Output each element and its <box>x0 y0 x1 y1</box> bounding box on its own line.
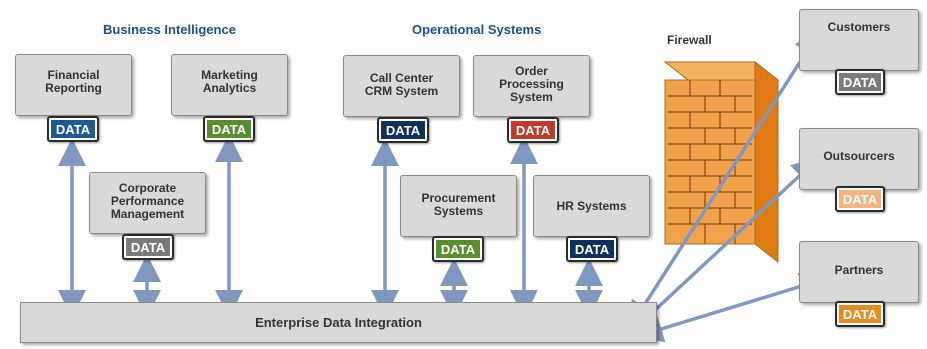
operational-systems-heading: Operational Systems <box>412 22 542 37</box>
outsourcers-data-badge: DATA <box>835 186 885 212</box>
call-center-box: Call Center CRM System <box>343 55 460 117</box>
hr-systems-label: HR Systems <box>556 199 627 213</box>
financial-reporting-data-badge: DATA <box>47 116 99 142</box>
customers-data-badge: DATA <box>835 69 885 95</box>
enterprise-data-integration-bar: Enterprise Data Integration <box>20 302 657 343</box>
hr-systems-box: HR Systems <box>533 175 650 237</box>
procurement-data-badge: DATA <box>432 236 484 262</box>
order-processing-label: Order Processing System <box>499 64 564 104</box>
corporate-performance-label: Corporate Performance Management <box>110 181 185 221</box>
customers-box: Customers <box>799 9 919 71</box>
financial-reporting-box: Financial Reporting <box>15 54 132 116</box>
corporate-performance-data-badge: DATA <box>122 234 174 260</box>
corporate-performance-box: Corporate Performance Management <box>89 172 206 234</box>
partners-box: Partners <box>799 241 919 303</box>
firewall-icon <box>663 60 780 264</box>
procurement-box: Procurement Systems <box>400 175 517 237</box>
enterprise-data-integration-label: Enterprise Data Integration <box>255 315 422 330</box>
partners-label: Partners <box>834 263 884 277</box>
outsourcers-label: Outsourcers <box>823 149 895 163</box>
partners-data-badge: DATA <box>835 301 885 327</box>
order-processing-box: Order Processing System <box>473 55 590 117</box>
external-arrows <box>628 28 829 343</box>
outsourcers-box: Outsourcers <box>799 128 919 190</box>
business-intelligence-heading: Business Intelligence <box>103 22 236 37</box>
call-center-label: Call Center CRM System <box>364 71 439 98</box>
marketing-analytics-label: Marketing Analytics <box>201 68 258 95</box>
system-arrows <box>58 134 603 318</box>
customers-label: Customers <box>827 20 891 34</box>
order-processing-data-badge: DATA <box>507 117 559 143</box>
hr-systems-data-badge: DATA <box>566 236 618 262</box>
procurement-label: Procurement Systems <box>421 191 496 218</box>
call-center-data-badge: DATA <box>377 117 429 143</box>
marketing-analytics-data-badge: DATA <box>203 116 255 142</box>
marketing-analytics-box: Marketing Analytics <box>171 54 288 116</box>
financial-reporting-label: Financial Reporting <box>45 68 102 95</box>
